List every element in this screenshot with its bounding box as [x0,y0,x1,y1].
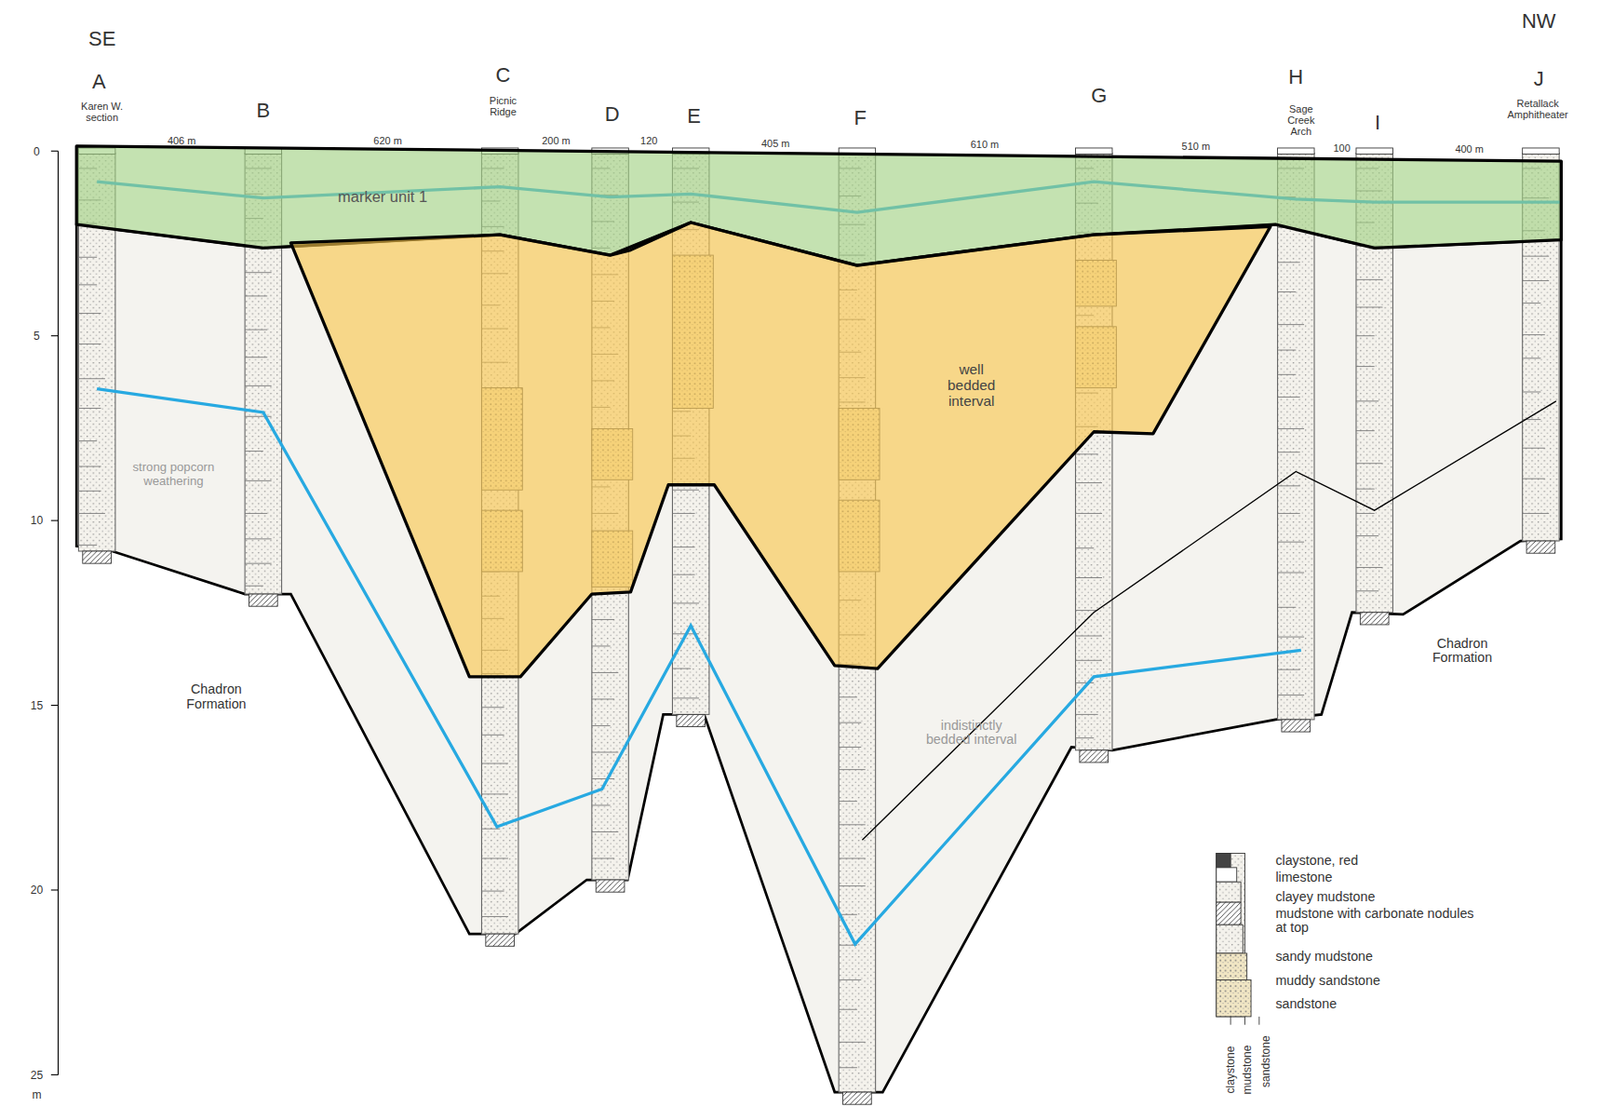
column [1277,147,1315,732]
chadron-ground [76,222,1561,1092]
column-letter: B [256,98,271,122]
axis-tick: 20 [30,883,43,896]
column-letter: H [1288,65,1304,88]
column-letter: J [1533,67,1545,90]
note: strong popcorn weathering [124,460,222,488]
legend-entry: mudstone with carbonate nodules at top [1275,906,1479,936]
column-letter: I [1374,110,1381,134]
column-letter: A [92,70,107,94]
section-name: Sage Creek Arch [1282,102,1319,136]
column-letter: F [853,106,866,129]
legend-text: claystone, red [1275,853,1358,869]
legend-entry: muddy sandstone [1275,973,1381,989]
legend-entry: claystone, red [1275,853,1358,869]
legend-entry: sandy mudstone [1275,949,1373,965]
distance: 510 m [1182,140,1211,152]
axis-tick: 15 [30,699,43,712]
legend-entry: sandstone [1275,996,1337,1012]
section-name: Karen W. section [76,101,128,124]
axis-tick: 10 [30,513,43,526]
legend-text: sandstone [1275,996,1337,1012]
column-letter: G [1090,83,1107,107]
column-letter: E [686,104,701,127]
region-label: well bedded interval [935,362,1008,410]
distance: 100 [1332,142,1350,154]
distance: 200 m [541,134,570,146]
axis-tick: 25 [30,1068,43,1081]
legend-text: clayey mudstone [1275,889,1375,905]
formation-name: Chadron Formation [170,682,263,712]
legend-column [1216,853,1260,1025]
formation-name: Chadron Formation [1416,636,1509,666]
axis-unit: m [31,1088,41,1101]
grain-scale: mudstone [1240,1044,1253,1094]
distance: 405 m [761,136,790,148]
distance: 120 [640,134,658,146]
stratigraphic-columns [78,147,1560,1104]
region-label: marker unit 1 [337,188,428,206]
distance: 400 m [1454,143,1483,155]
legend-text: mudstone with carbonate nodules at top [1275,906,1479,936]
interval-name: indistinctly bedded interval [925,717,1018,747]
legend-text: sandy mudstone [1275,949,1373,965]
axis-tick: 5 [33,329,41,342]
section-name: Retallack Amphitheater [1496,97,1579,121]
column-letter: D [605,103,620,126]
distance: 620 m [373,134,402,146]
direction: SE [88,27,116,51]
direction: NW [1521,9,1557,32]
column-letter: C [496,63,511,86]
legend-text: limestone [1275,870,1332,886]
distance: 610 m [970,138,999,150]
axis-tick: 0 [33,145,41,158]
region-outline [290,222,1270,677]
legend-text: muddy sandstone [1275,973,1381,989]
legend-entry: clayey mudstone [1275,889,1375,905]
grain-scale: claystone [1223,1045,1236,1093]
well-bedded-region: well bedded interval [290,222,1270,677]
legend-entry: limestone [1275,870,1332,886]
grain-scale: sandstone [1259,1035,1272,1088]
distance: 406 m [167,134,196,146]
depth-axis [51,150,59,1075]
section-name: Picnic Ridge [480,94,525,118]
